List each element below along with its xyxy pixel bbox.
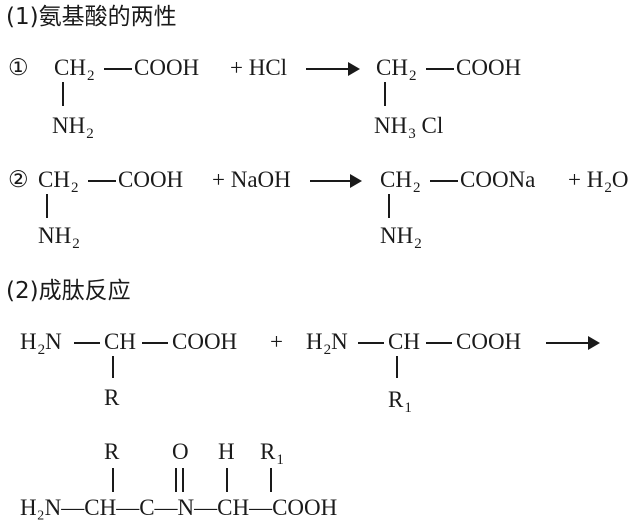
reaction2-reactant-ch2: CH2: [38, 167, 79, 196]
reaction2-reagent: + NaOH: [212, 167, 291, 192]
reactant2-cooh: COOH: [456, 329, 522, 354]
bond-line: [142, 342, 168, 344]
bond-line-vertical: [388, 194, 390, 218]
bond-line: [88, 180, 116, 182]
product-o: O: [172, 439, 189, 464]
bond-line-vertical: [396, 356, 398, 378]
bond-line: [358, 342, 384, 344]
bond-line: [426, 342, 452, 344]
bond-line-vertical: [62, 82, 64, 106]
reaction1-product-ch2: CH2: [376, 55, 417, 84]
product-r1: R1: [260, 439, 284, 468]
reaction1-reagent: + HCl: [230, 55, 288, 80]
product-h: H: [218, 439, 235, 464]
reactant1-cooh: COOH: [172, 329, 238, 354]
section1-heading: (1)氨基酸的两性: [6, 4, 177, 30]
reaction-arrow: [310, 174, 362, 188]
reaction2-reactant-cooh: COOH: [118, 167, 184, 192]
bond-line-vertical: [384, 82, 386, 106]
reaction2-product-coona: COONa: [460, 167, 536, 192]
reaction1-reactant-ch2: CH2: [54, 55, 95, 84]
reaction2-product-ch2: CH2: [380, 167, 421, 196]
reactant1-h2n: H2N: [20, 329, 62, 358]
reaction1-product-nh3cl: NH3 Cl: [374, 113, 444, 142]
reaction-arrow: [306, 62, 360, 76]
bond-line: [426, 68, 454, 70]
reactant1-ch: CH: [104, 329, 136, 354]
double-bond-line: [175, 468, 177, 492]
reaction2-reactant-nh2: NH2: [38, 223, 80, 252]
reaction1-reactant-cooh: COOH: [134, 55, 200, 80]
reaction2-marker: ②: [8, 167, 29, 192]
reaction1-marker: ①: [8, 55, 29, 80]
double-bond-line: [182, 468, 184, 492]
reaction1-reactant-nh2: NH2: [52, 113, 94, 142]
bond-line: [104, 68, 132, 70]
bond-line-vertical: [46, 194, 48, 218]
bond-line-vertical: [112, 356, 114, 378]
reaction2-product-nh2: NH2: [380, 223, 422, 252]
reactant1-r: R: [104, 385, 120, 410]
reaction-arrow: [546, 336, 600, 350]
reactant2-ch: CH: [388, 329, 420, 354]
reaction1-product-cooh: COOH: [456, 55, 522, 80]
reactant2-h2n: H2N: [306, 329, 348, 358]
bond-line-vertical: [112, 468, 114, 492]
reactant2-r1: R1: [388, 387, 412, 416]
product-chain-clipped: H₂N—CH—C—N—CH—COOH: [20, 495, 338, 520]
bond-line-vertical: [226, 468, 228, 492]
bond-line: [74, 342, 100, 344]
reaction2-extra-water: + H2O: [568, 167, 629, 196]
product-r: R: [104, 439, 120, 464]
section2-heading: (2)成肽反应: [6, 278, 131, 304]
bond-line: [430, 180, 458, 182]
bond-line-vertical: [270, 468, 272, 492]
plus-sign: +: [270, 329, 283, 354]
